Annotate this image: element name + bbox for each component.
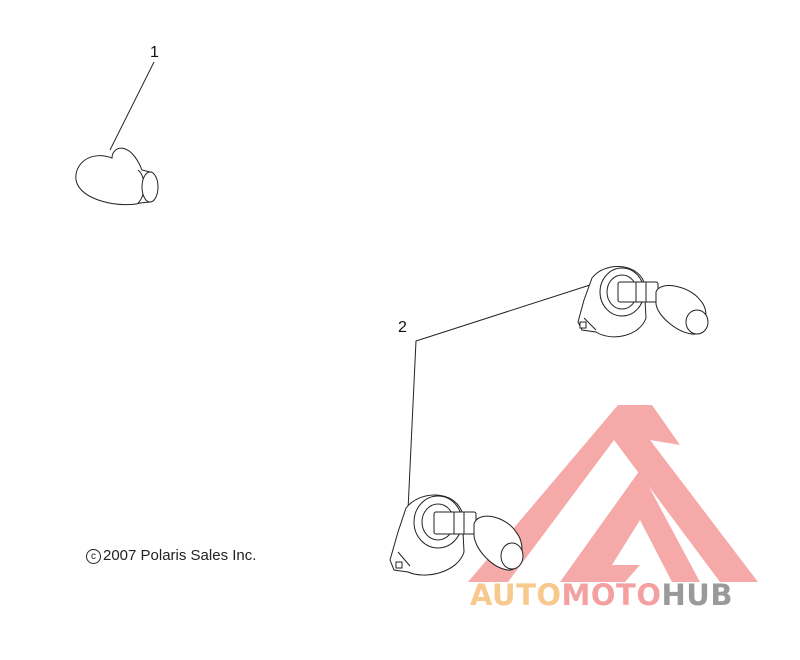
headlight-bulb-lower-icon [389, 494, 524, 576]
watermark-moto: MOTO [561, 578, 662, 612]
copyright-icon: c [86, 549, 101, 564]
leader-lines [109, 61, 591, 511]
leader-line-2 [407, 284, 591, 511]
headlight-bulb-upper-icon [577, 265, 709, 338]
watermark-auto: AUTO [470, 578, 562, 612]
callout-2: 2 [398, 319, 407, 336]
copyright-text: 2007 Polaris Sales Inc. [103, 547, 257, 564]
watermark-text: AUTOMOTOHUB [470, 578, 733, 612]
bulb-small-icon [75, 147, 159, 206]
callout-1: 1 [150, 44, 159, 61]
watermark-logo [468, 405, 758, 582]
watermark-hub: HUB [661, 578, 733, 612]
leader-line-1 [109, 61, 155, 151]
